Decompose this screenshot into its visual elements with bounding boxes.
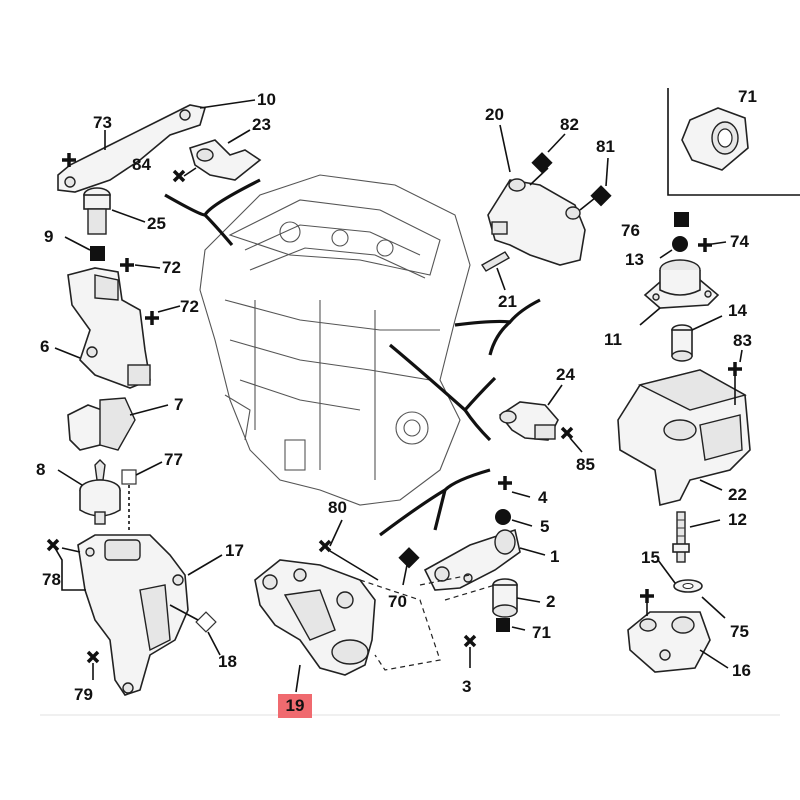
label-24: 24 (556, 365, 575, 384)
label-81: 81 (596, 137, 615, 156)
label-84: 84 (132, 155, 151, 174)
square-symbol-76 (674, 212, 689, 227)
nut-part-71[interactable] (681, 107, 749, 171)
label-83: 83 (733, 331, 752, 350)
housing-part-20[interactable] (487, 178, 586, 266)
cross-symbol-84 (172, 169, 186, 183)
label-77: 77 (164, 450, 183, 469)
guide-curve-top-left (164, 178, 261, 217)
plus-symbol-72a (120, 258, 134, 272)
plus-symbol-4 (498, 476, 512, 490)
hollow-square-symbol-18 (195, 611, 217, 633)
label-82: 82 (560, 115, 579, 134)
guide-curve-mid-b (488, 320, 512, 356)
guide-curve-right (388, 343, 497, 413)
circle-symbol-13 (672, 236, 688, 252)
label-73: 73 (93, 113, 112, 132)
torque-arm-part-1[interactable] (423, 528, 521, 591)
guide-curve-top-left-b (203, 213, 234, 247)
square-symbol-82 (531, 152, 553, 174)
cross-symbol-80 (318, 539, 332, 553)
label-15: 15 (641, 548, 660, 567)
label-12: 12 (728, 510, 747, 529)
spacer-part-14[interactable] (671, 324, 693, 362)
mount-bracket-part-6[interactable] (67, 267, 151, 389)
label-25: 25 (147, 214, 166, 233)
label-9: 9 (44, 227, 53, 246)
bolt-part-25[interactable] (83, 187, 111, 235)
label-2: 2 (546, 592, 555, 611)
label-78: 78 (42, 570, 61, 589)
label-1: 1 (550, 547, 559, 566)
plus-symbol-75 (640, 589, 654, 603)
label-13: 13 (625, 250, 644, 269)
label-17: 17 (225, 541, 244, 560)
label-18: 18 (218, 652, 237, 671)
square-symbol-70 (398, 547, 420, 569)
label-71: 71 (532, 623, 551, 642)
plus-symbol-72b (145, 311, 159, 325)
square-symbol-81 (590, 185, 612, 207)
circle-symbol-5 (495, 509, 511, 525)
label-20: 20 (485, 105, 504, 124)
label-74: 74 (730, 232, 749, 251)
pin-part-21[interactable] (480, 251, 511, 272)
guide-curve-right-b (463, 409, 492, 442)
label-5: 5 (540, 517, 549, 536)
label-7: 7 (174, 395, 183, 414)
mount-part-19[interactable] (254, 559, 376, 676)
hollow-square-symbol-77 (121, 469, 137, 485)
label-85: 85 (576, 455, 595, 474)
label-11: 11 (604, 330, 622, 349)
label-79: 79 (74, 685, 93, 704)
label-8: 8 (36, 460, 45, 479)
plus-symbol-83 (728, 362, 742, 376)
label-3: 3 (462, 677, 471, 696)
label-72a: 72 (162, 258, 181, 277)
label-71-inset: 71 (738, 87, 757, 106)
engine-block (199, 174, 471, 506)
label-10: 10 (257, 90, 276, 109)
label-80: 80 (328, 498, 347, 517)
pad-part-7[interactable] (67, 397, 136, 451)
bracket-part-22[interactable] (617, 369, 751, 506)
cross-symbol-3 (463, 634, 477, 648)
link-part-24[interactable] (498, 401, 559, 441)
label-75: 75 (730, 622, 749, 641)
plus-symbol-74 (698, 238, 712, 252)
square-symbol-9 (90, 246, 105, 261)
inset-nut-box: 71 (667, 87, 800, 196)
label-21: 21 (498, 292, 517, 311)
square-symbol-71 (496, 618, 510, 632)
mount-part-11[interactable] (643, 259, 720, 309)
guide-curve-lower-b (433, 489, 447, 531)
label-19-highlighted[interactable]: 19 (285, 696, 305, 715)
label-4: 4 (538, 488, 548, 507)
label-14: 14 (728, 301, 747, 320)
cross-symbol-79 (86, 650, 100, 664)
label-72b: 72 (180, 297, 199, 316)
highlight-badge-19[interactable] (278, 694, 312, 718)
bracket-part-17[interactable] (77, 534, 189, 696)
cross-symbol-85 (560, 426, 574, 440)
label-16: 16 (732, 661, 751, 680)
plus-symbol-73 (62, 153, 76, 167)
bracket-part-10[interactable] (57, 104, 207, 193)
label-23: 23 (252, 115, 271, 134)
clip-part-23[interactable] (189, 139, 262, 181)
label-76: 76 (621, 221, 640, 240)
bush-part-2[interactable] (492, 578, 518, 618)
base-part-16[interactable] (627, 611, 711, 673)
label-22: 22 (728, 485, 747, 504)
label-6: 6 (40, 337, 49, 356)
cross-symbol-78 (46, 538, 60, 552)
mount-part-8[interactable] (79, 459, 121, 525)
stud-part-12[interactable] (672, 511, 690, 563)
label-70: 70 (388, 592, 407, 611)
